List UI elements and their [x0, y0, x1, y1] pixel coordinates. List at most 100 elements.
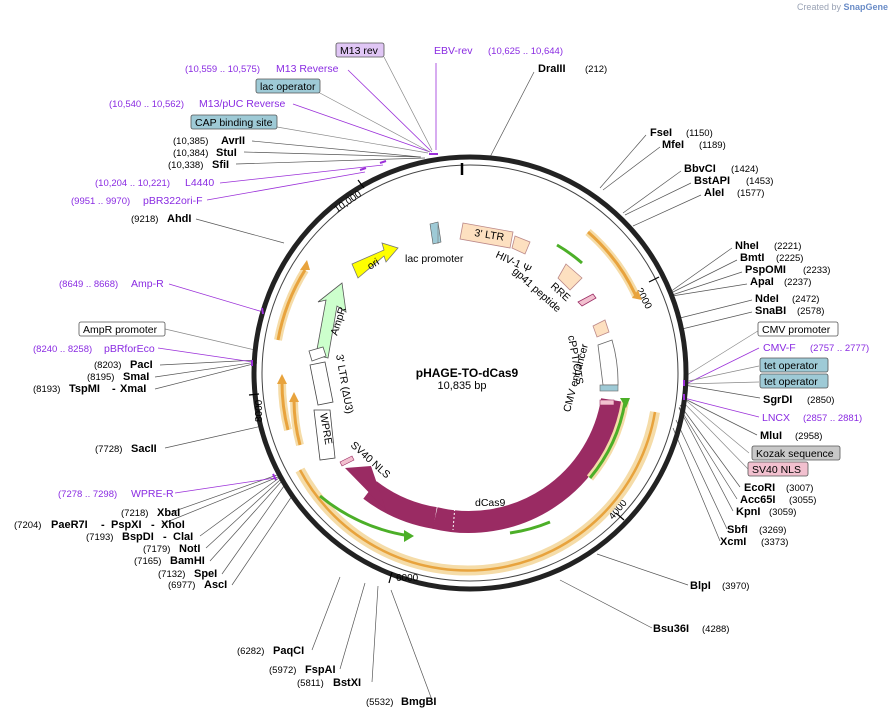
primer-amp-r: Amp-R	[131, 278, 164, 290]
rre-feature	[557, 263, 583, 291]
enzyme-bmgbi: BmgBI	[401, 696, 436, 708]
enzyme-bstapi-loc: (1453)	[746, 176, 773, 187]
green-feature-rre	[556, 243, 583, 265]
enzyme-draiii-loc: (212)	[585, 64, 607, 75]
boxed-labels: M13 rev lac operator CAP binding site Am…	[78, 42, 841, 477]
dcas9-arrowhead	[345, 466, 386, 510]
primer-cmv-f-loc: (2757 .. 2777)	[810, 343, 869, 354]
enzyme-ecori: EcoRI	[744, 482, 775, 494]
enzyme-sbfi: SbfI	[727, 524, 748, 536]
enzyme-blpi: BlpI	[690, 580, 711, 592]
dcas9-arc	[432, 398, 623, 533]
lac-operator-label: lac operator	[260, 81, 316, 93]
enzyme-xcmi: XcmI	[720, 536, 746, 548]
enzyme-sfii-loc: (10,338)	[168, 160, 203, 171]
enzyme-asci-loc: (6977)	[168, 580, 195, 591]
kozak-label: Kozak sequence	[756, 448, 834, 460]
enzyme-spei: SpeI	[194, 568, 217, 580]
ori-label: ori	[365, 256, 381, 272]
enzyme-spei-loc: (7132)	[158, 569, 185, 580]
enzyme-mlui-loc: (2958)	[795, 431, 822, 442]
cap-site-label: CAP binding site	[195, 117, 273, 129]
enzyme-sacii-loc: (7728)	[95, 444, 122, 455]
cmv-promoter-label: CMV promoter	[762, 324, 831, 336]
tet-operator-2-box	[759, 373, 829, 389]
tick-label-8000: 8000	[254, 399, 265, 422]
plasmid-length: 10,835 bp	[438, 380, 487, 392]
enzymes-left: (10,385) AvrII (10,384) StuI (10,338) Sf…	[14, 135, 245, 591]
enzyme-bamhi-loc: (7165)	[134, 556, 161, 567]
wpre-label: WPRE	[317, 412, 334, 445]
enzyme-sbfi-loc: (3269)	[759, 525, 786, 536]
enzyme-bbvci-loc: (1424)	[731, 164, 758, 175]
primer-marks	[251, 153, 685, 481]
tet-operator-1-box	[759, 357, 829, 373]
enzyme-ndei-loc: (2472)	[792, 294, 819, 305]
hiv-psi-feature	[511, 235, 531, 255]
enzyme-bstapi: BstAPI	[694, 175, 730, 187]
cmv-promoter-box	[757, 321, 839, 337]
ltr3-feature	[459, 222, 514, 249]
primer-amp-r-loc: (8649 .. 8668)	[59, 279, 118, 290]
primer-m13puc-loc: (10,540 .. 10,562)	[109, 99, 184, 110]
enzyme-paer7i-loc: (7204)	[14, 520, 41, 531]
primer-l4440-loc: (10,204 .. 10,221)	[95, 178, 170, 189]
enzyme-paqci-loc: (6282)	[237, 646, 264, 657]
enzyme-snabi-loc: (2578)	[797, 306, 824, 317]
enzyme-bstxi: BstXI	[333, 677, 361, 689]
primer-pbrforeco-loc: (8240 .. 8258)	[33, 344, 92, 355]
primer-lncx-loc: (2857 .. 2881)	[803, 413, 862, 424]
orange-feature-top-right	[587, 230, 638, 297]
enzyme-bmti: BmtI	[740, 252, 764, 264]
ampr-promoter-label: AmpR promoter	[83, 324, 158, 336]
cap-site-box	[190, 114, 278, 130]
ampr-promoter-box	[78, 321, 166, 337]
nls-feature-small	[599, 399, 615, 406]
primer-pbr322ori: pBR322ori-F	[143, 195, 203, 207]
orange-arc-bottom	[298, 411, 657, 572]
cmv-enhancer-feature	[597, 339, 619, 386]
primer-cmv-f: CMV-F	[763, 342, 796, 354]
feature-leader-lines	[164, 56, 762, 470]
enzyme-asci: AscI	[204, 579, 227, 591]
cmv-enhancer-label: CMV enhancer	[561, 342, 591, 413]
snapgene-watermark: Created by SnapGene	[797, 2, 888, 12]
enzyme-leader-lines	[154, 71, 761, 701]
ltr-du3-label: 3' LTR (ΔU3)	[333, 353, 355, 414]
enzyme-paqci: PaqCI	[273, 645, 304, 657]
enzyme-bsu36i-loc: (4288)	[702, 624, 729, 635]
primer-labels: EBV-rev (10,625 .. 10,644) (10,559 .. 10…	[33, 45, 869, 500]
enzyme-ahdi: AhdI	[167, 213, 191, 225]
green-arrow-right	[588, 401, 627, 479]
plasmid-name: pHAGE-TO-dCas9	[416, 366, 519, 380]
orange-left-top-halo	[274, 267, 309, 341]
m13-rev-box	[335, 42, 385, 58]
enzyme-separator: -	[151, 519, 155, 531]
green-arrow-bottom-left	[319, 494, 411, 538]
green-arrow-bottom-left-head	[404, 530, 414, 542]
primer-wpre-r: WPRE-R	[131, 488, 174, 500]
enzyme-xcmi-loc: (3373)	[761, 537, 788, 548]
enzyme-avrii-loc: (10,385)	[173, 136, 208, 147]
orange-left-1-head	[277, 374, 287, 384]
enzyme-mlui: MluI	[760, 430, 782, 442]
enzyme-fspai-loc: (5972)	[269, 665, 296, 676]
enzyme-acc65i: Acc65I	[740, 494, 775, 506]
enzyme-kpni: KpnI	[736, 506, 760, 518]
enzyme-fsei-loc: (1150)	[686, 128, 713, 139]
watermark-brand: SnapGene	[843, 2, 888, 12]
orange-left-2-head	[289, 392, 299, 402]
ori-feature	[351, 242, 399, 279]
enzyme-tspmi: TspMI	[69, 383, 100, 395]
enzyme-smai-loc: (8195)	[87, 372, 114, 383]
enzyme-bamhi: BamHI	[170, 555, 205, 567]
enzyme-tspmi-loc: (8193)	[33, 384, 60, 395]
dcas9-split	[452, 504, 456, 531]
backbone-inner-ring	[261, 164, 679, 582]
ampr-promoter-feature	[308, 346, 327, 362]
enzyme-paci-loc: (8203)	[94, 360, 121, 371]
enzyme-bmgbi-loc: (5532)	[366, 697, 393, 708]
enzyme-pspxi: PspXI	[111, 519, 142, 531]
tick-label-6000: 6000	[396, 573, 419, 584]
